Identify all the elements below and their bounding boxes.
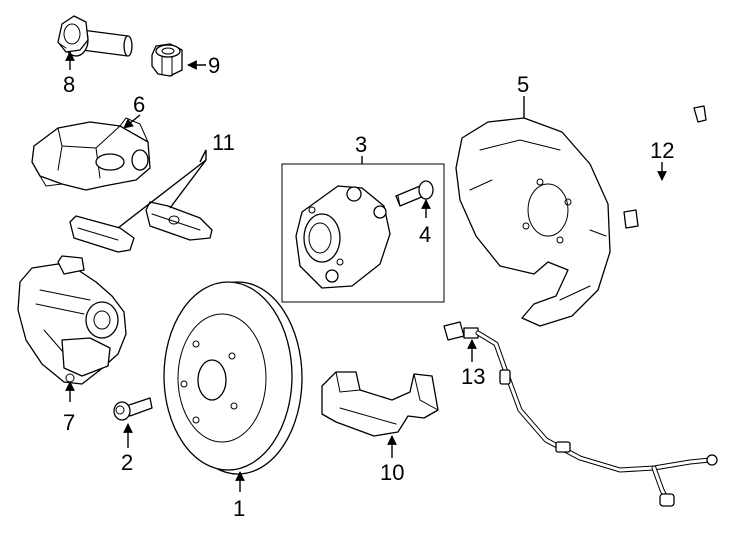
part-7-parking-brake-actuator — [17, 255, 127, 385]
part-13-speed-sensor-cable — [443, 321, 718, 507]
part-10-caliper-bracket — [321, 371, 439, 437]
callout-12: 12 — [650, 138, 674, 163]
callout-4: 4 — [419, 222, 431, 247]
part-5-backing-plate — [455, 117, 611, 327]
part-2-bolt — [113, 397, 153, 421]
callout-8: 8 — [63, 72, 75, 97]
callout-7: 7 — [63, 410, 75, 435]
callout-13: 13 — [461, 364, 485, 389]
callout-1: 1 — [233, 496, 245, 521]
callout-11: 11 — [212, 130, 235, 155]
part-4-hub-bolt — [395, 180, 434, 207]
callout-2: 2 — [121, 450, 133, 475]
callout-labels: 1 2 3 4 5 6 7 8 9 10 11 12 13 — [63, 53, 674, 521]
part-3-hub-bearing-assembly — [281, 163, 445, 303]
part-1-brake-rotor — [163, 281, 303, 475]
callout-9: 9 — [208, 53, 220, 78]
part-9-nut — [151, 43, 183, 77]
part-12-brake-hose — [616, 105, 708, 230]
part-6-caliper-housing — [31, 117, 151, 191]
callout-3: 3 — [355, 132, 367, 157]
callout-5: 5 — [517, 72, 529, 97]
part-8-flange-bolt — [57, 15, 133, 57]
part-11-brake-pads — [69, 201, 213, 253]
part-3-group-box — [281, 163, 445, 303]
callout-6: 6 — [133, 92, 145, 117]
callout-10: 10 — [380, 460, 404, 485]
leader-lines — [65, 51, 667, 492]
